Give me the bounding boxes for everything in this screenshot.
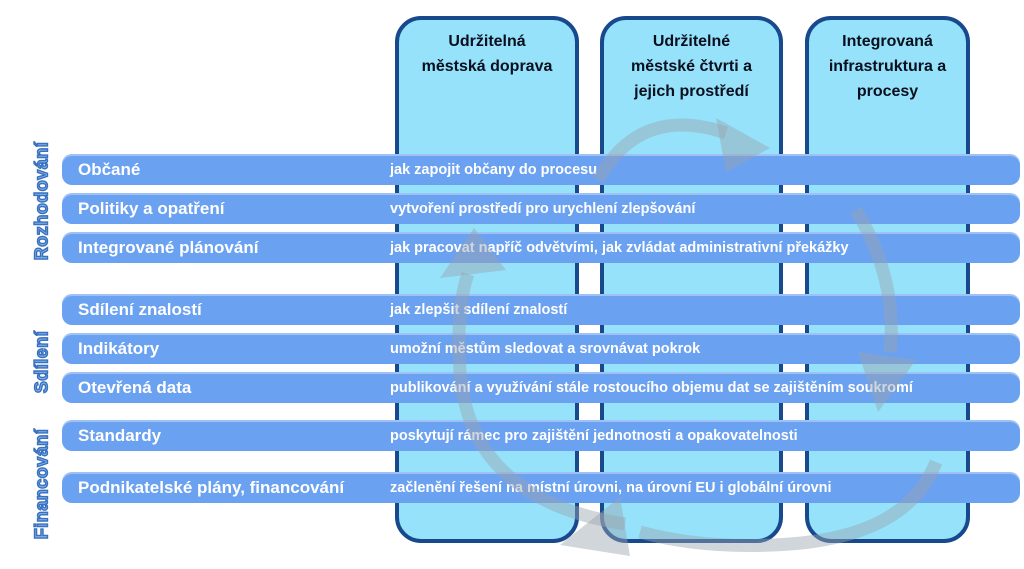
pillar-title-line: městské čtvrti a xyxy=(631,57,752,75)
row-label: Občané xyxy=(78,159,141,179)
side-label-financovani: Financování xyxy=(31,428,52,540)
pillar-title-line: procesy xyxy=(856,82,919,100)
row-label: Sdílení znalostí xyxy=(78,299,202,319)
row-label: Otevřená data xyxy=(78,377,192,397)
matrix-row: Integrované plánování jak pracovat napříč… xyxy=(62,232,1020,263)
pillar-title: Integrovaná infrastruktura a procesy xyxy=(809,30,966,104)
row-description: umožní městům sledovat a srovnávat pokro… xyxy=(390,340,701,357)
pillar-title-line: infrastruktura a xyxy=(828,57,947,75)
row-description: jak zlepšit sdílení znalostí xyxy=(390,301,568,318)
matrix-row: Podnikatelské plány, financování začleněn… xyxy=(62,472,1020,503)
matrix-row: Indikátory umožní městům sledovat a srovn… xyxy=(62,333,1020,364)
side-label-sdileni: Sdílení xyxy=(31,330,52,394)
row-label: Standardy xyxy=(78,425,162,445)
row-description: jak zapojit občany do procesu xyxy=(390,161,598,178)
row-description: začlenění řešení na místní úrovni, na úr… xyxy=(390,479,832,496)
matrix-row: Občané jak zapojit občany do procesu xyxy=(62,154,1020,185)
side-label-rozhodovani: Rozhodování xyxy=(31,141,52,261)
pillar-title: Udržitelná městská doprava xyxy=(399,30,575,80)
pillar-title-line: Udržitelné xyxy=(652,33,731,50)
row-label: Indikátory xyxy=(78,338,160,358)
matrix-row: Sdílení znalostí jak zlepšit sdílení znal… xyxy=(62,294,1020,325)
matrix-row: Standardy poskytují rámec pro zajištění j… xyxy=(62,420,1020,451)
pillar-title-line: Integrovaná xyxy=(842,33,933,50)
pillar-title-line: Udržitelná xyxy=(448,33,526,50)
pillar-1: Udržitelná městská doprava xyxy=(395,16,579,543)
pillar-3: Integrovaná infrastruktura a procesy xyxy=(805,16,970,543)
matrix-row: Otevřená data publikování a využívání stá… xyxy=(62,372,1020,403)
row-label: Integrované plánování xyxy=(78,237,259,257)
pillar-title-line: jejich prostředí xyxy=(634,82,749,100)
pillar-title-line: městská doprava xyxy=(421,57,553,75)
row-description: poskytují rámec pro zajištění jednotnost… xyxy=(390,427,798,444)
row-description: jak pracovat napříč odvětvími, jak zvlád… xyxy=(390,239,849,256)
row-label: Politiky a opatření xyxy=(78,198,225,218)
row-description: publikování a využívání stále rostoucího… xyxy=(390,379,913,396)
matrix-row: Politiky a opatření vytvoření prostředí p… xyxy=(62,193,1020,224)
row-description: vytvoření prostředí pro urychlení zlepšo… xyxy=(390,200,696,217)
pillar-title: Udržitelné městské čtvrti a jejich prostře… xyxy=(604,30,779,104)
row-label: Podnikatelské plány, financování xyxy=(78,477,345,497)
pillar-2: Udržitelné městské čtvrti a jejich prostře… xyxy=(600,16,783,543)
